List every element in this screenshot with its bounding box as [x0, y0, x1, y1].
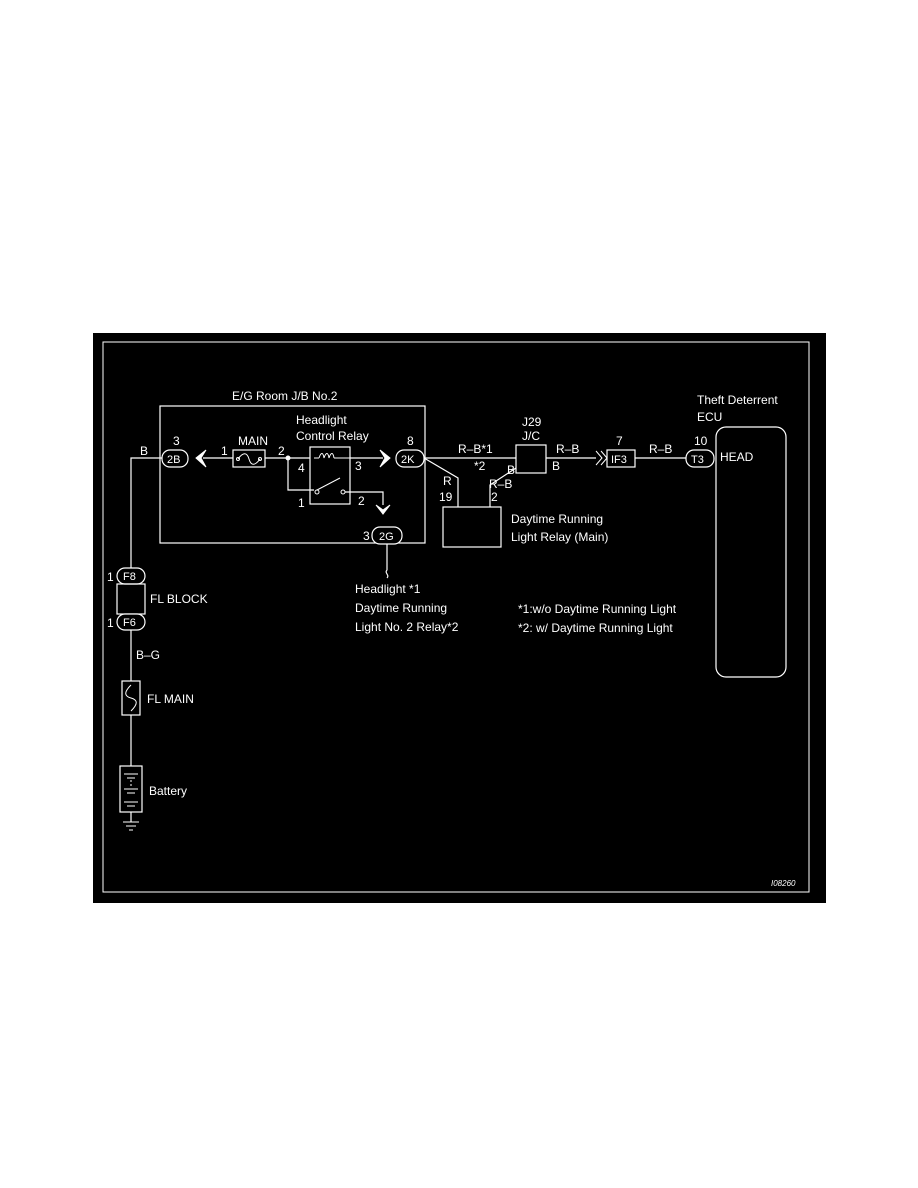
- headlight-control-relay: [309, 446, 351, 505]
- wire-b-left: [130, 457, 162, 568]
- pin-IF3: 7: [616, 434, 623, 448]
- figure-id: I08260: [771, 879, 796, 888]
- relay-coil-icon: [318, 453, 335, 459]
- wire-label-bg: B–G: [136, 648, 160, 662]
- pin-T3: 10: [694, 434, 708, 448]
- wire-rb-drl: [489, 467, 517, 507]
- connector-F8-label: F8: [123, 571, 136, 583]
- drl-relay-label-line2: Light Relay (Main): [511, 530, 608, 544]
- wire-2G-down: [385, 544, 389, 579]
- ecu-terminal-label: HEAD: [720, 450, 754, 464]
- wire-label-b-jc1: B: [507, 463, 515, 477]
- fl-main-label: FL MAIN: [147, 692, 194, 706]
- pin-drl-2: 2: [491, 490, 498, 504]
- battery-label: Battery: [149, 784, 187, 798]
- fl-main-icon: [125, 684, 137, 712]
- pin-main-2: 2: [278, 444, 285, 458]
- wire-label-rb-t3: R–B: [649, 442, 672, 456]
- ecu-title-line1: Theft Deterrent: [697, 393, 778, 407]
- connector-T3-label: T3: [691, 454, 704, 466]
- fl-block-label: FL BLOCK: [150, 592, 208, 606]
- pin-2B: 3: [173, 434, 180, 448]
- jc-j29: [515, 444, 547, 474]
- wire-label-rb-drl: R–B: [489, 477, 512, 491]
- pin-drl-19: 19: [439, 490, 453, 504]
- wire-label-rb-jc: R–B: [556, 442, 579, 456]
- to-2g-line2: Daytime Running: [355, 601, 447, 615]
- connector-T3: [685, 449, 715, 468]
- jc-label-line2: J/C: [522, 429, 540, 443]
- pin-F6: 1: [107, 616, 114, 630]
- jc-label-line1: J29: [522, 415, 542, 429]
- connector-2G-label: 2G: [379, 531, 394, 543]
- main-fuse-icon: [237, 453, 261, 465]
- relay-label-line2: Control Relay: [296, 429, 369, 443]
- junction-block-title: E/G Room J/B No.2: [232, 389, 338, 403]
- pin-relay-4: 4: [298, 461, 305, 475]
- connector-2B: [161, 449, 189, 468]
- ecu-box: [715, 426, 787, 678]
- wire-label-rb1: R–B*1: [458, 442, 493, 456]
- to-2g-line1: Headlight *1: [355, 582, 421, 596]
- pin-relay-2: 2: [358, 494, 365, 508]
- connector-2B-label: 2B: [167, 454, 180, 466]
- diagram-frame: [102, 341, 810, 893]
- arrow-2G-icon: [375, 504, 391, 515]
- wire-label-r: R: [443, 474, 452, 488]
- ground-icon: [123, 821, 139, 831]
- wire-label-b: B: [140, 444, 148, 458]
- arrow-2K-icon: [379, 449, 391, 468]
- pin-main-1: 1: [221, 444, 228, 458]
- relay-switch-icon: [316, 477, 341, 491]
- wire-r: [423, 457, 459, 507]
- junction-block-box: [159, 405, 426, 544]
- arrow-2B-icon: [195, 449, 207, 468]
- pin-F8: 1: [107, 570, 114, 584]
- to-2g-line3: Light No. 2 Relay*2: [355, 620, 459, 634]
- note-2: *2: w/ Daytime Running Light: [518, 621, 673, 635]
- relay-label-line1: Headlight: [296, 413, 347, 427]
- drl-relay-main: [442, 506, 502, 548]
- connector-IF3-label: IF3: [611, 454, 627, 466]
- connector-2K-label: 2K: [401, 454, 415, 466]
- drl-relay-label-line1: Daytime Running: [511, 512, 603, 526]
- diagram-panel: [93, 333, 826, 903]
- arrow-if3-icon: [595, 450, 603, 466]
- pin-relay-3: 3: [355, 459, 362, 473]
- pin-relay-1: 1: [298, 496, 305, 510]
- connector-F6-label: F6: [123, 617, 136, 629]
- wire-label-star2: *2: [474, 459, 486, 473]
- pin-2G: 3: [363, 529, 370, 543]
- main-fuse-label: MAIN: [238, 434, 268, 448]
- battery-icon: [124, 773, 138, 807]
- pin-2K: 8: [407, 434, 414, 448]
- ecu-title-line2: ECU: [697, 410, 722, 424]
- note-1: *1:w/o Daytime Running Light: [518, 602, 677, 616]
- wire-label-b-jc2: B: [552, 459, 560, 473]
